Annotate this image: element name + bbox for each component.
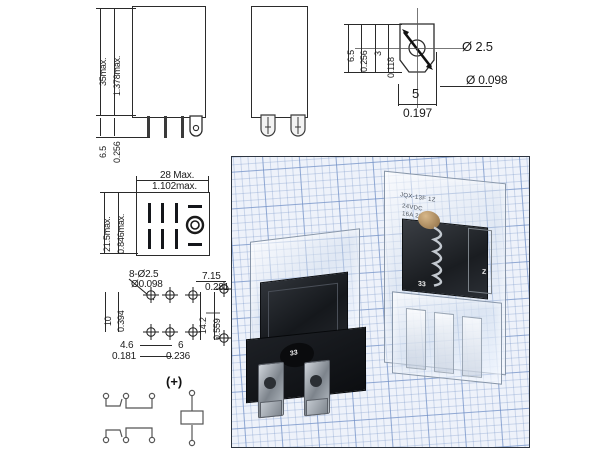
pl-dim-b bbox=[118, 292, 119, 332]
bottom-width-mm: 28 Max. bbox=[160, 170, 195, 181]
pin-holes-in: Ø0.098 bbox=[131, 279, 163, 290]
terminal-hole-dia-in: Ø 0.098 bbox=[466, 73, 508, 87]
td-dim-b bbox=[361, 24, 362, 72]
pl-dim-c bbox=[200, 292, 201, 340]
bv-ext-l bbox=[136, 176, 137, 192]
td-ext-top bbox=[344, 24, 402, 25]
relay-left-blade-3 bbox=[260, 399, 282, 419]
side-blade-2 bbox=[290, 114, 306, 137]
side-blade-1 bbox=[260, 114, 276, 137]
terminal-slot-mm: 3 bbox=[373, 51, 383, 56]
td-ext-l bbox=[398, 84, 399, 106]
pl-dim-f bbox=[140, 356, 172, 357]
front-dim-line-b bbox=[114, 8, 115, 116]
front-blade-terminal bbox=[189, 115, 203, 137]
pin-col-b-mm: 6 bbox=[178, 340, 184, 351]
td-dim-d bbox=[388, 24, 389, 72]
front-pin-3 bbox=[181, 116, 184, 138]
side-view-body bbox=[251, 6, 308, 118]
relay-right-terminal-mark-left: 33 bbox=[418, 280, 426, 289]
front-height-in: 1.378max. bbox=[112, 55, 122, 96]
pl-dim-d bbox=[214, 292, 215, 340]
bv-coil-circle bbox=[185, 215, 205, 235]
relay-right: JQX-13F 1Z 24VDC 16A 250VAC 33 Z bbox=[372, 170, 522, 407]
front-pinlen-mm: 6.5 bbox=[98, 146, 108, 158]
terminal-centerline-h bbox=[355, 48, 465, 49]
terminal-height-in: 0.256 bbox=[359, 50, 369, 72]
pin-rightspan-in: 0.559 bbox=[212, 318, 222, 340]
td-dim-a bbox=[348, 24, 349, 72]
td-dim-c bbox=[375, 24, 376, 72]
product-photo: 33 JQX-13F 1Z 24VDC 16A 250VAC 33 Z bbox=[231, 156, 530, 448]
pin-holes-mm: 8-Ø2.5 bbox=[129, 269, 159, 280]
relay-right-rib-3 bbox=[462, 315, 482, 379]
relay-right-rib-1 bbox=[406, 307, 426, 371]
pin-rightoffset-mm: 7.15 bbox=[202, 271, 221, 282]
front-ext-top bbox=[96, 8, 136, 9]
front-ext-pin-bot bbox=[96, 137, 150, 138]
bv-slot-2 bbox=[161, 203, 164, 223]
td-ext-r bbox=[436, 52, 437, 106]
relay-right-contact-plate bbox=[468, 227, 492, 295]
pl-ext-right bbox=[196, 281, 226, 282]
bv-slot-1 bbox=[148, 203, 151, 223]
bv-slot-4 bbox=[148, 229, 151, 249]
front-ext-bot bbox=[96, 115, 136, 116]
pl-dim-e bbox=[140, 345, 172, 346]
terminal-hole-dia-mm: Ø 2.5 bbox=[462, 39, 493, 54]
schematic-polarity: (+) bbox=[166, 374, 183, 389]
pl-dim-a bbox=[105, 292, 106, 332]
pin-rightspan-mm: 14.2 bbox=[198, 317, 208, 334]
front-pin-dim-a bbox=[100, 118, 101, 136]
terminal-width-mm: 5 bbox=[412, 86, 420, 101]
front-pinlen-in: 0.256 bbox=[112, 141, 122, 163]
td-dim-w bbox=[398, 104, 436, 105]
bottom-height-mm: 21.5max. bbox=[102, 216, 112, 252]
bv-slot-6 bbox=[175, 229, 178, 249]
front-pin-dim-b bbox=[114, 118, 115, 136]
front-view-body bbox=[132, 6, 206, 118]
bv-dim-a bbox=[104, 192, 105, 254]
td-leader bbox=[440, 86, 492, 87]
terminal-width-in: 0.197 bbox=[403, 106, 433, 120]
bv-ext-r bbox=[208, 176, 209, 192]
pin-hole-grid bbox=[143, 281, 232, 346]
bv-bar-top bbox=[188, 205, 202, 208]
bottom-width-in: 1.102max. bbox=[152, 181, 197, 192]
front-pin-2 bbox=[164, 116, 167, 138]
bv-bar-bottom bbox=[188, 243, 202, 246]
bv-ext-t2 bbox=[100, 192, 138, 193]
relay-right-terminal-mark: Z bbox=[482, 268, 487, 277]
schematic-symbols bbox=[102, 389, 204, 447]
relay-right-rib-2 bbox=[434, 311, 454, 375]
terminal-height-mm: 6.5 bbox=[346, 50, 356, 62]
bv-slot-5 bbox=[161, 229, 164, 249]
front-dim-line-a bbox=[100, 8, 101, 116]
terminal-slot-in: 0.118 bbox=[386, 57, 396, 78]
relay-left-blade-4 bbox=[306, 397, 328, 417]
relay-left-blade-2-hole bbox=[310, 375, 322, 387]
relay-right-spring bbox=[430, 226, 443, 287]
terminal-centerline-v bbox=[417, 8, 418, 108]
bv-slot-3 bbox=[175, 203, 178, 223]
front-pin-1 bbox=[147, 116, 150, 138]
relay-left-blade-1-hole bbox=[264, 377, 276, 389]
bv-dim-b bbox=[118, 192, 119, 254]
td-ext-bot bbox=[344, 72, 402, 73]
pin-rowpitch-in: 0.394 bbox=[116, 310, 126, 332]
pin-col-a-in: 0.181 bbox=[112, 351, 137, 362]
bottom-height-in: 0.846max. bbox=[116, 213, 126, 254]
pin-rowpitch-mm: 10 bbox=[103, 316, 113, 326]
bv-dim-top bbox=[136, 180, 208, 181]
pin-rightoffset-in: 0.281 bbox=[205, 282, 230, 293]
bv-ext-b2 bbox=[100, 253, 138, 254]
terminal-outline bbox=[399, 23, 435, 73]
front-height-mm: 35max. bbox=[98, 57, 108, 86]
pin-col-b-in: 0.236 bbox=[166, 351, 191, 362]
relay-left: 33 bbox=[246, 228, 376, 435]
pin-col-a-mm: 4.6 bbox=[120, 340, 134, 351]
